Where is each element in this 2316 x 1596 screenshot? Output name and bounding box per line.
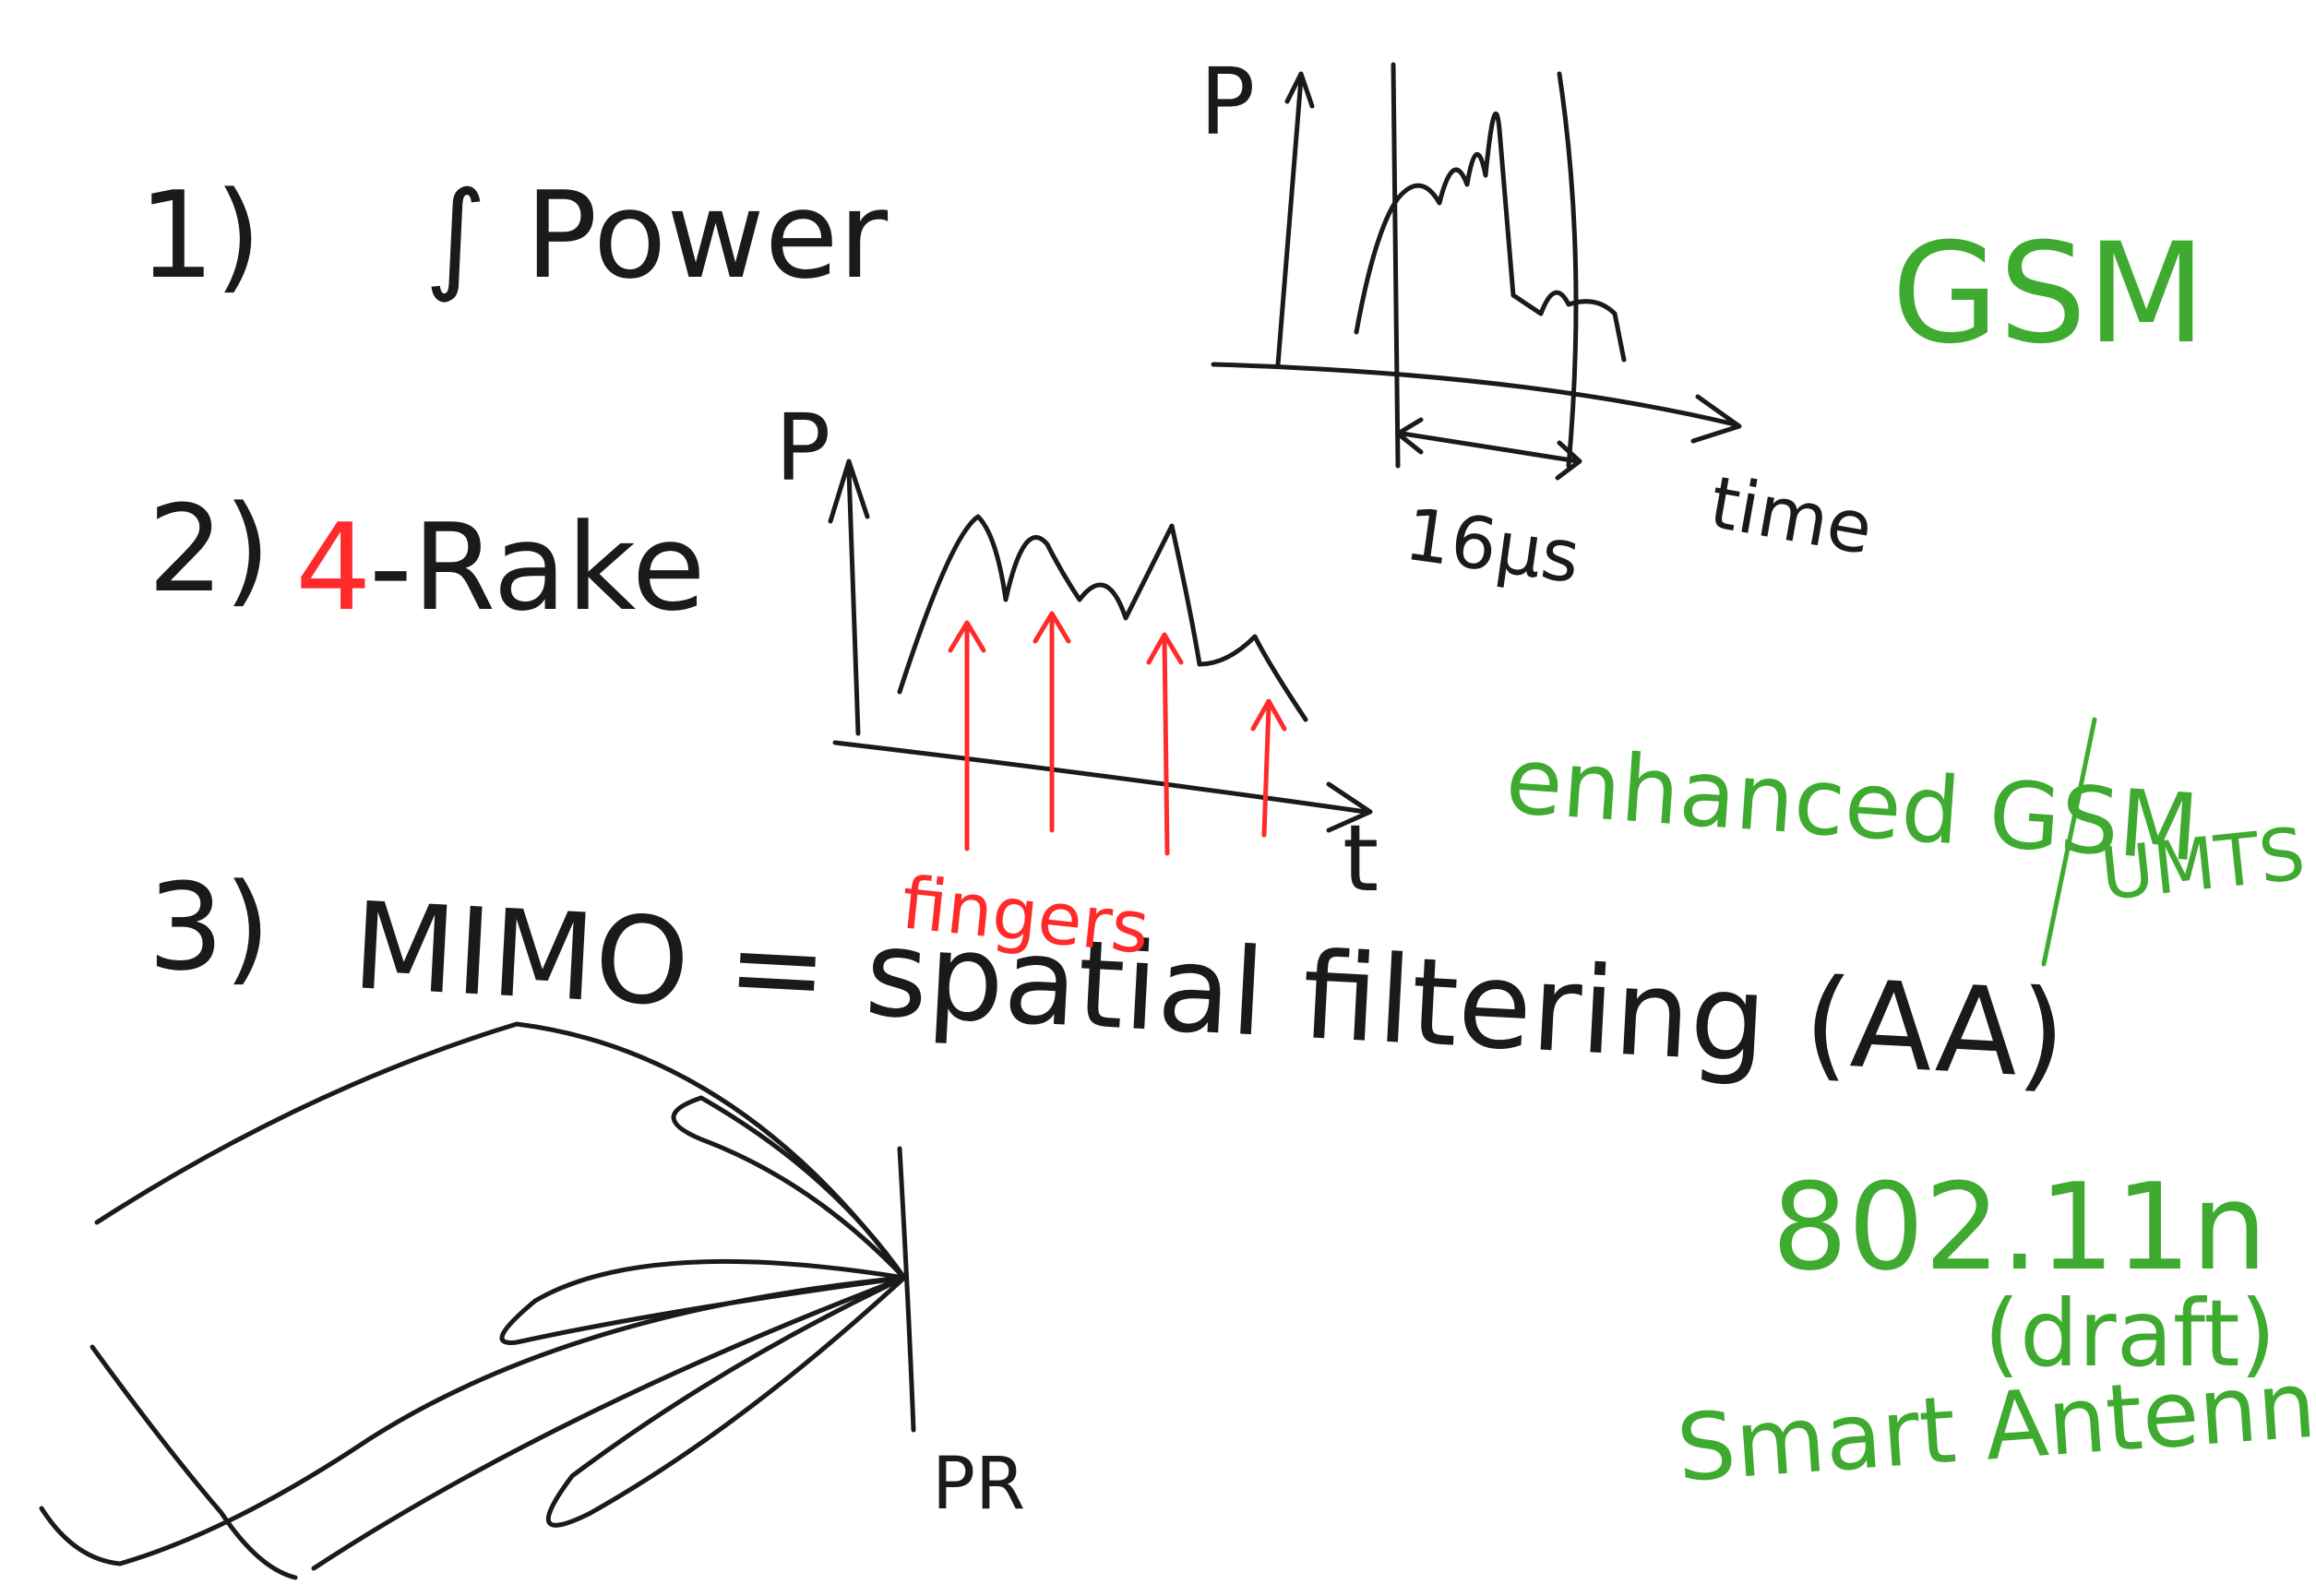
antenna-element xyxy=(897,1146,916,1433)
rake-y-axis xyxy=(828,459,870,736)
note-gsm: GSM xyxy=(1892,214,2206,375)
item-1-number: 1) xyxy=(138,165,261,305)
gsm-power-curve xyxy=(1354,111,1627,363)
beam-outer-2 xyxy=(90,1275,907,1580)
beam-lobe-lower xyxy=(545,1275,907,1528)
gsm-slot-right xyxy=(1557,71,1579,469)
gsm-plot: P 16µs time xyxy=(1200,48,1879,600)
item-2-text: -Rake xyxy=(369,497,706,637)
rake-finger-4 xyxy=(1250,698,1287,838)
beam-lobe-main xyxy=(94,1021,907,1280)
gsm-y-label: P xyxy=(1200,48,1255,156)
rake-x-label: t xyxy=(1343,804,1379,912)
beam-pattern: PR xyxy=(39,1021,1025,1580)
gsm-x-label: time xyxy=(1704,461,1879,571)
rake-plot: P t fingers xyxy=(775,394,1379,971)
rake-power-curve xyxy=(897,514,1308,722)
gsm-interval-arrow xyxy=(1395,417,1582,481)
rake-finger-1 xyxy=(948,620,986,852)
item-3-text: MIMO = spatial filtering (AA) xyxy=(349,875,2069,1105)
rake-finger-3 xyxy=(1146,632,1184,856)
gsm-x-axis xyxy=(1211,362,1742,444)
note-divider-slash xyxy=(2041,717,2097,967)
gsm-y-axis xyxy=(1275,71,1315,367)
beam-outer-1 xyxy=(39,1275,907,1566)
rake-y-label: P xyxy=(775,394,830,502)
item-3-number: 3) xyxy=(148,857,270,997)
item-2: 2) 4 -Rake xyxy=(148,479,706,637)
item-1: 1) ∫ Power xyxy=(138,165,889,305)
note-enhanced-gsm: enhanced GSM xyxy=(1502,726,2202,882)
rake-finger-2 xyxy=(1033,611,1071,833)
beam-lobe-upper xyxy=(671,1095,907,1280)
side-notes: GSM enhanced GSM UMTS 802.11n (draft) Sm… xyxy=(1502,214,2316,1503)
gsm-slot-left xyxy=(1391,62,1401,469)
rake-x-axis xyxy=(832,740,1373,833)
gsm-interval-label: 16µs xyxy=(1400,494,1584,600)
beam-antenna-label: PR xyxy=(932,1443,1025,1526)
item-2-prefix: 4 xyxy=(295,497,372,637)
item-2-number: 2) xyxy=(148,479,270,619)
note-draft: (draft) xyxy=(1984,1280,2276,1388)
note-80211n: 802.11n xyxy=(1772,1157,2267,1297)
item-1-formula: ∫ Power xyxy=(424,165,889,305)
